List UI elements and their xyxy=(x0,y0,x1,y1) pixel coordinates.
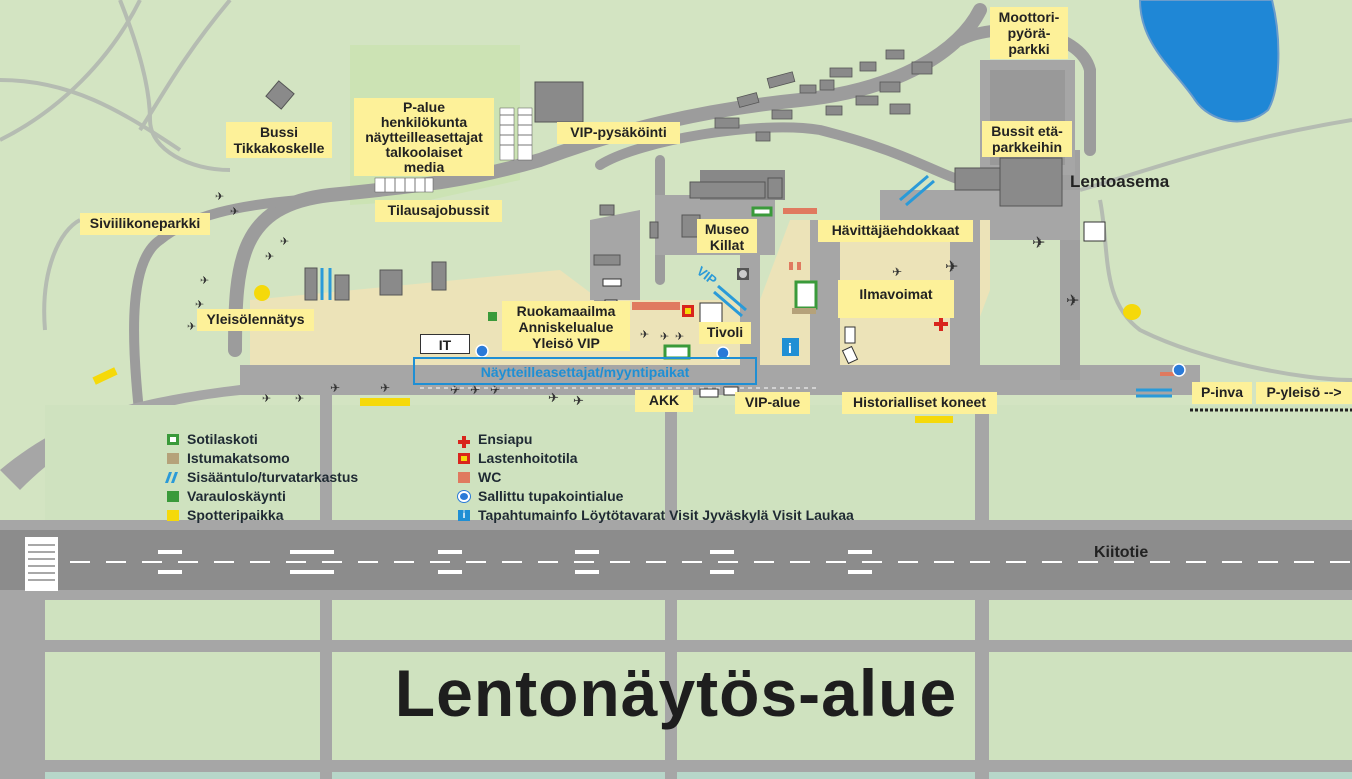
label-siviilikoneparkki: Siviilikoneparkki xyxy=(80,213,210,235)
legend-label: Lastenhoitotila xyxy=(478,450,578,466)
label-tilausajobussit: Tilausajobussit xyxy=(375,200,502,222)
svg-text:i: i xyxy=(788,340,792,356)
label-havittajaehdokkaat: Hävittäjäehdokkaat xyxy=(818,220,973,242)
svg-text:✈: ✈ xyxy=(330,381,340,395)
svg-text:✈: ✈ xyxy=(490,383,500,397)
legend-swatch-icon xyxy=(458,472,470,483)
label-it: IT xyxy=(420,334,470,354)
svg-text:✈: ✈ xyxy=(265,250,274,263)
label-ilmavoimat: Ilmavoimat xyxy=(838,280,954,318)
legend-label: Sisääntulo/turvatarkastus xyxy=(187,469,359,485)
label-museo-killat: Museo Killat xyxy=(697,219,757,253)
label-yleisolennatys: Yleisölennätys xyxy=(197,309,314,331)
legend-item: Lastenhoitotila xyxy=(458,449,854,468)
legend-item: Sallittu tupakointialue xyxy=(458,487,854,506)
label-historialliset-koneet: Historialliset koneet xyxy=(842,392,997,414)
svg-text:✈: ✈ xyxy=(450,383,460,397)
legend-swatch-icon xyxy=(458,491,470,502)
legend-swatch-icon xyxy=(167,491,179,502)
legend-item: Sisääntulo/turvatarkastus xyxy=(164,468,359,487)
legend-label: Sallittu tupakointialue xyxy=(478,488,624,504)
legend-item: Sotilaskoti xyxy=(167,430,358,449)
legend-item: Ensiapu xyxy=(458,430,854,449)
legend-label: Istumakatsomo xyxy=(187,450,290,466)
svg-text:✈: ✈ xyxy=(892,265,902,279)
legend-label: Sotilaskoti xyxy=(187,431,258,447)
legend-swatch-icon xyxy=(164,472,179,483)
label-lentoasema: Lentoasema xyxy=(1070,172,1170,191)
legend-swatch-icon: i xyxy=(458,510,470,521)
svg-text:✈: ✈ xyxy=(295,392,304,405)
svg-text:✈: ✈ xyxy=(262,392,271,405)
label-ruokamaailma: Ruokamaailma Anniskelualue Yleisö VIP xyxy=(502,301,630,351)
svg-text:✈: ✈ xyxy=(945,257,958,276)
svg-text:✈: ✈ xyxy=(230,205,239,218)
legend-item: WC xyxy=(458,468,854,487)
label-vip-pysakointi: VIP-pysäköinti xyxy=(557,122,680,144)
legend-swatch-icon xyxy=(167,453,179,464)
legend-label: WC xyxy=(478,469,502,485)
lake xyxy=(1138,0,1280,123)
label-nayttelyasettajat: Näytteilleasettajat/myyntipaikat xyxy=(413,357,757,385)
legend-swatch-icon xyxy=(167,510,179,521)
legend-swatch-icon xyxy=(458,434,470,448)
svg-text:✈: ✈ xyxy=(470,383,480,397)
label-p-inva: P-inva xyxy=(1192,382,1252,404)
legend-item: Spotteripaikka xyxy=(167,506,358,525)
legend-label: Tapahtumainfo Löytötavarat Visit Jyväsky… xyxy=(478,507,854,523)
svg-text:✈: ✈ xyxy=(380,381,390,395)
legend-item: i Tapahtumainfo Löytötavarat Visit Jyväsk… xyxy=(458,506,854,525)
svg-text:✈: ✈ xyxy=(660,330,669,343)
legend-label: Spotteripaikka xyxy=(187,507,284,523)
svg-text:✈: ✈ xyxy=(187,320,196,333)
svg-text:✈: ✈ xyxy=(675,330,684,343)
svg-text:✈: ✈ xyxy=(195,298,204,311)
label-bussit-eta: Bussit etä- parkkeihin xyxy=(982,121,1072,157)
label-vip-alue: VIP-alue xyxy=(735,392,810,414)
label-p-alue: P-alue henkilökunta näytteilleasettajat … xyxy=(354,98,494,176)
legend-swatch-icon xyxy=(458,453,470,464)
svg-text:✈: ✈ xyxy=(215,190,224,203)
legend-item: Varauloskäynti xyxy=(167,487,358,506)
legend-item: Istumakatsomo xyxy=(167,449,358,468)
label-p-yleiso: P-yleisö --> xyxy=(1256,382,1352,404)
label-moottoripyoraparkki: Moottori- pyörä- parkki xyxy=(990,7,1068,59)
svg-text:✈: ✈ xyxy=(280,235,289,248)
svg-text:✈: ✈ xyxy=(1032,233,1045,252)
legend-swatch-icon xyxy=(167,434,179,445)
svg-text:✈: ✈ xyxy=(573,394,584,409)
svg-text:✈: ✈ xyxy=(640,328,649,341)
map-title: Lentonäytös-alue xyxy=(394,656,958,730)
runway xyxy=(0,530,1352,590)
svg-text:✈: ✈ xyxy=(1066,291,1079,310)
label-tivoli: Tivoli xyxy=(699,322,751,344)
runway-label: Kiitotie xyxy=(1094,544,1149,561)
label-bussi-tikkakoskelle: Bussi Tikkakoskelle xyxy=(226,122,332,158)
legend-label: Varauloskäynti xyxy=(187,488,286,504)
legend-label: Ensiapu xyxy=(478,431,533,447)
svg-text:✈: ✈ xyxy=(200,274,209,287)
event-area xyxy=(250,220,990,370)
svg-text:✈: ✈ xyxy=(548,391,559,406)
label-akk: AKK xyxy=(635,390,693,412)
